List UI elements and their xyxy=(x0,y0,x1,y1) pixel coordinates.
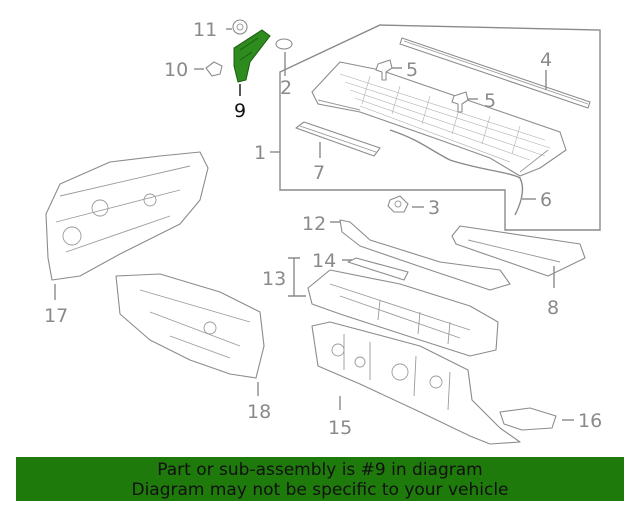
banner-line-1: Part or sub-assembly is #9 in diagram xyxy=(157,460,483,480)
part-4-weatherstrip xyxy=(399,37,591,109)
part-6-hose xyxy=(389,129,524,216)
callout-12: 12 xyxy=(302,213,326,235)
part-17-insulator xyxy=(45,151,209,281)
callout-13: 13 xyxy=(262,268,286,290)
callout-5-upper: 5 xyxy=(406,59,418,81)
assembly-1-frame xyxy=(279,24,601,231)
callout-3: 3 xyxy=(428,197,440,219)
callout-labels: 11 10 2 9 5 5 4 1 7 3 6 12 14 13 8 17 18… xyxy=(44,19,602,439)
part-11-cap xyxy=(232,19,248,35)
callout-5-lower: 5 xyxy=(484,90,496,112)
part-13-plenum xyxy=(307,269,499,357)
callout-6: 6 xyxy=(540,189,552,211)
callout-10: 10 xyxy=(164,59,188,81)
part-8-panel xyxy=(451,225,586,277)
part-18-insulator xyxy=(115,273,265,379)
callout-7: 7 xyxy=(313,162,325,184)
callout-4: 4 xyxy=(540,49,552,71)
part-14-bracket xyxy=(347,257,409,281)
callout-11: 11 xyxy=(193,19,217,41)
part-1-cowl-grille xyxy=(311,61,567,177)
part-10-pin xyxy=(205,61,223,77)
leader-lines xyxy=(54,28,574,421)
banner-line-2: Diagram may not be specific to your vehi… xyxy=(131,480,509,500)
part-9-highlighted xyxy=(233,29,271,83)
part-16-bracket xyxy=(499,407,557,431)
part-3-nut xyxy=(387,195,409,213)
callout-9: 9 xyxy=(234,100,246,122)
part-15-dash-panel xyxy=(311,321,521,445)
part-5-clip-upper xyxy=(375,59,393,81)
callout-2: 2 xyxy=(280,77,292,99)
part-5-clip-lower xyxy=(451,91,469,113)
callout-18: 18 xyxy=(247,401,271,423)
callout-1: 1 xyxy=(254,142,266,164)
callout-8: 8 xyxy=(547,297,559,319)
callout-17: 17 xyxy=(44,305,68,327)
callout-15: 15 xyxy=(328,417,352,439)
part-7-seal xyxy=(295,121,381,157)
info-banner: Part or sub-assembly is #9 in diagram Di… xyxy=(16,457,624,501)
callout-14: 14 xyxy=(312,250,336,272)
part-12-plenum-strip xyxy=(339,219,511,291)
part-2-grommet xyxy=(275,38,293,50)
callout-16: 16 xyxy=(578,410,602,432)
